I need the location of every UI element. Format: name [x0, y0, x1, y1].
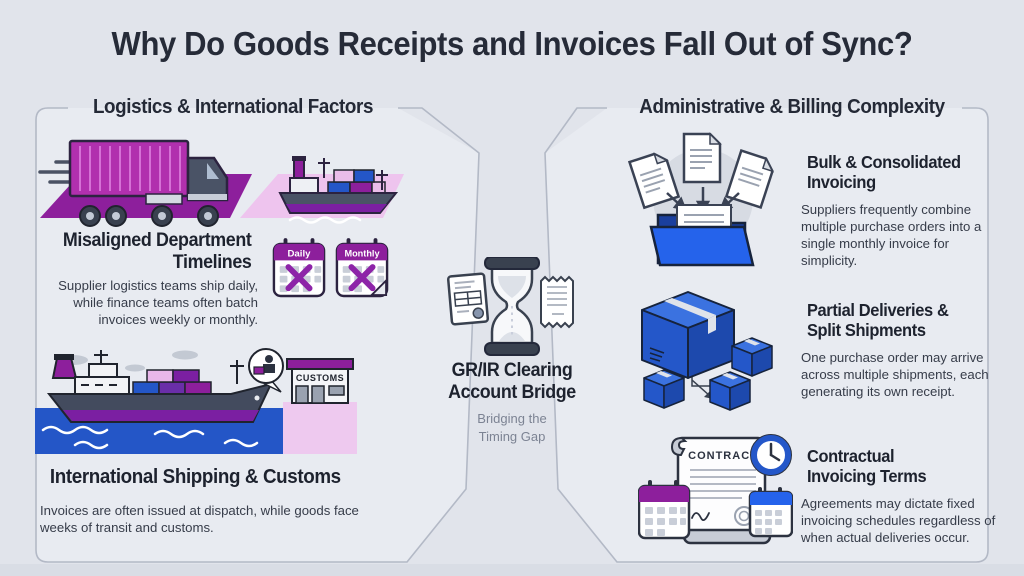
contractual-terms-item: Contractual Invoicing Terms Agreements m…: [801, 446, 999, 546]
pink-ground: [283, 402, 357, 454]
bottom-strip: [0, 564, 1024, 576]
misaligned-timelines-heading: Misaligned Department Timelines: [62, 230, 252, 274]
daily-label: Daily: [287, 248, 311, 259]
cargo-ship-icon: [46, 350, 273, 423]
contract-scroll-icon: CONTRACT: [670, 436, 772, 545]
small-box-2-icon: [643, 369, 685, 409]
monthly-calendar-icon: Monthly: [335, 238, 389, 298]
hourglass-icon: [484, 257, 540, 356]
right-panel-bg: [545, 108, 988, 562]
partial-deliveries-item: Partial Deliveries & Split Shipments One…: [801, 300, 999, 400]
truck-ship-icon: [38, 139, 404, 227]
truck-icon: [68, 139, 229, 227]
blue-calendar-icon: [748, 487, 793, 538]
small-box-1-icon: [731, 337, 773, 377]
international-shipping-body: Invoices are often issued at dispatch, w…: [40, 503, 359, 536]
receipt-icon: [540, 275, 574, 329]
contractual-terms-body: Agreements may dictate fixed invoicing s…: [801, 495, 996, 545]
customs-building-icon: CUSTOMS: [286, 358, 354, 404]
purple-calendar-icon: [638, 480, 691, 540]
customs-sign: CUSTOMS: [296, 373, 344, 383]
bulk-invoicing-heading: Bulk & Consolidated Invoicing: [806, 152, 961, 193]
daily-calendar-icon: Daily: [272, 238, 326, 298]
waves-icon: [41, 425, 259, 450]
grir-bridge-subheading: Bridging the Timing Gap: [477, 411, 547, 444]
inspection-bubble-icon: [248, 348, 284, 393]
cargo-ship-customs-icon: CUSTOMS: [35, 348, 357, 454]
document-left-icon: [627, 152, 681, 210]
split-shipments-icon: [641, 291, 773, 411]
contract-terms-icon: CONTRACT: [638, 434, 793, 545]
calendar-pair: Daily Monthly: [272, 238, 389, 300]
big-box-icon: [641, 291, 735, 379]
contractual-terms-heading: Contractual Invoicing Terms: [806, 446, 927, 487]
clouds-icon: [58, 350, 198, 372]
right-section-header: Administrative & Billing Complexity: [639, 96, 945, 118]
small-box-3-icon: [709, 371, 751, 411]
small-ship-icon: [278, 156, 399, 224]
clock-icon: [750, 434, 792, 476]
hourglass-bridge-icon: [446, 257, 574, 356]
monthly-label: Monthly: [344, 248, 380, 258]
page-title: Why Do Goods Receipts and Invoices Fall …: [111, 25, 913, 62]
right-panel-border: [544, 107, 989, 563]
bulk-invoicing-body: Suppliers frequently combine multiple pu…: [801, 201, 982, 269]
partial-deliveries-heading: Partial Deliveries & Split Shipments: [806, 300, 949, 341]
left-panel-border: [35, 107, 480, 563]
contract-label: CONTRACT: [688, 450, 758, 462]
folder-icon: [649, 204, 755, 267]
goods-receipt-doc-icon: [446, 272, 490, 326]
misaligned-timelines-body: Supplier logistics teams ship daily, whi…: [58, 278, 258, 328]
document-center-icon: [682, 132, 722, 184]
grir-bridge-heading: GR/IR Clearing Account Bridge: [448, 360, 576, 404]
consolidated-invoicing-icon: [627, 132, 774, 267]
bulk-invoicing-item: Bulk & Consolidated Invoicing Suppliers …: [801, 152, 999, 269]
partial-deliveries-body: One purchase order may arrive across mul…: [801, 349, 989, 399]
international-shipping-heading: International Shipping & Customs: [49, 466, 341, 488]
left-section-header: Logistics & International Factors: [92, 96, 374, 118]
